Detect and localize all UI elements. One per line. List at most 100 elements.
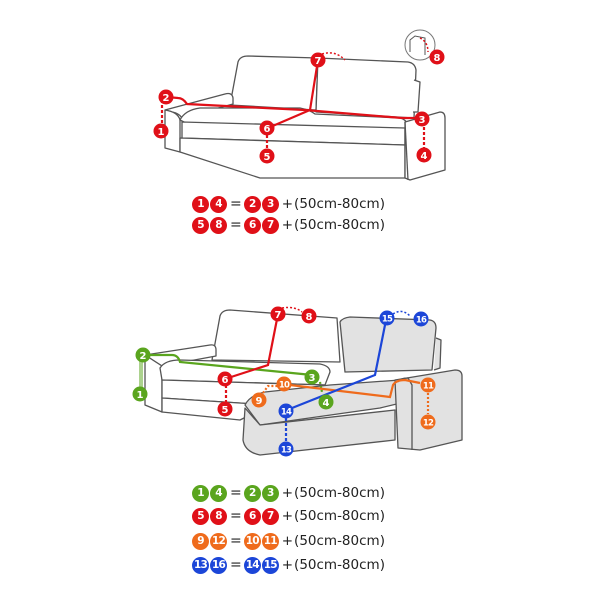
three-seat-sofa-drawing	[164, 55, 446, 181]
svg-text:9: 9	[256, 396, 263, 407]
svg-text:4: 4	[421, 151, 428, 162]
formula-badge: 8	[210, 507, 227, 525]
point-badge-2: 2	[158, 89, 174, 105]
svg-text:5: 5	[264, 152, 271, 163]
point-badge-1: 1	[153, 123, 169, 139]
formula-badge: 5	[192, 216, 209, 234]
point-badge-16: 16	[413, 311, 429, 327]
formula-row: 13 16 = 14 15 + (50cm-80cm)	[192, 555, 385, 575]
point-badge-5: 5	[217, 401, 233, 417]
equals-sign: =	[230, 557, 242, 573]
svg-text:10: 10	[279, 381, 290, 391]
point-badge-9: 9	[251, 392, 267, 408]
formula-badge: 14	[243, 556, 261, 574]
equals-sign: =	[230, 508, 242, 524]
svg-text:1: 1	[137, 390, 144, 401]
svg-text:2: 2	[163, 93, 170, 104]
range-text: (50cm-80cm)	[294, 217, 385, 233]
point-badge-6: 6	[259, 120, 275, 136]
svg-text:7: 7	[275, 310, 282, 321]
svg-text:8: 8	[306, 312, 313, 323]
svg-text:5: 5	[222, 405, 229, 416]
plus-sign: +	[281, 196, 294, 212]
svg-text:3: 3	[419, 115, 426, 126]
point-badge-6: 6	[217, 371, 233, 387]
svg-text:6: 6	[264, 124, 271, 135]
formula-row: 5 8 = 6 7 + (50cm-80cm)	[192, 506, 385, 526]
svg-text:7: 7	[315, 56, 322, 67]
formula-row: 1 4 = 2 3 + (50cm-80cm)	[192, 194, 385, 214]
range-text: (50cm-80cm)	[294, 557, 385, 573]
point-badge-11: 11	[420, 377, 436, 393]
plus-sign: +	[281, 533, 294, 549]
formula-badge: 6	[243, 216, 261, 234]
point-badge-3: 3	[414, 111, 430, 127]
range-text: (50cm-80cm)	[294, 508, 385, 524]
formula-badge: 8	[210, 216, 227, 234]
plus-sign: +	[281, 485, 294, 501]
bottom-measure-lines	[139, 306, 430, 443]
formula-row: 1 4 = 2 3 + (50cm-80cm)	[192, 483, 385, 503]
svg-text:14: 14	[281, 408, 292, 418]
svg-text:6: 6	[222, 375, 229, 386]
svg-text:1: 1	[158, 127, 165, 138]
point-badge-4: 4	[416, 147, 432, 163]
svg-text:16: 16	[416, 316, 427, 326]
point-badge-13: 13	[278, 441, 294, 457]
equals-sign: =	[230, 533, 242, 549]
point-badge-14: 14	[278, 403, 294, 419]
point-badge-1: 1	[132, 386, 148, 402]
formula-badge: 2	[243, 484, 261, 502]
plus-sign: +	[281, 557, 294, 573]
point-badge-4: 4	[318, 394, 334, 410]
formula-badge: 13	[192, 556, 209, 574]
formula-badge: 7	[261, 216, 279, 234]
point-badge-8: 8	[301, 308, 317, 324]
point-badge-7: 7	[270, 306, 286, 322]
formula-badge: 11	[261, 532, 279, 550]
formula-badge: 15	[261, 556, 279, 574]
range-text: (50cm-80cm)	[294, 485, 385, 501]
bottom-point-badges: 1 2 3 4 5 6 7 8 9 10 11 12 13 14 15 16	[132, 306, 436, 457]
svg-text:11: 11	[423, 382, 434, 392]
point-badge-12: 12	[420, 414, 436, 430]
top-measure-lines	[160, 52, 426, 150]
formula-badge: 1	[192, 195, 209, 213]
formula-badge: 2	[243, 195, 261, 213]
formula-row: 5 8 = 6 7 + (50cm-80cm)	[192, 215, 385, 235]
top-point-badges: 1 2 3 4 5 6 7 8	[153, 49, 445, 164]
point-badge-8: 8	[429, 49, 445, 65]
svg-text:2: 2	[140, 351, 147, 362]
point-badge-7: 7	[310, 52, 326, 68]
formula-badge: 6	[243, 507, 261, 525]
formula-badge: 16	[210, 556, 227, 574]
point-badge-5: 5	[259, 148, 275, 164]
equals-sign: =	[230, 217, 242, 233]
formula-row: 9 12 = 10 11 + (50cm-80cm)	[192, 531, 385, 551]
svg-text:3: 3	[309, 373, 316, 384]
svg-text:13: 13	[281, 446, 292, 456]
equals-sign: =	[230, 196, 242, 212]
formula-badge: 3	[261, 195, 279, 213]
formula-badge: 4	[210, 195, 227, 213]
formula-badge: 4	[210, 484, 227, 502]
svg-text:15: 15	[382, 315, 393, 325]
formula-badge: 7	[261, 507, 279, 525]
formula-badge: 12	[210, 532, 227, 550]
point-badge-3: 3	[304, 369, 320, 385]
range-text: (50cm-80cm)	[294, 533, 385, 549]
formula-badge: 9	[192, 532, 209, 550]
equals-sign: =	[230, 485, 242, 501]
svg-text:12: 12	[423, 419, 434, 429]
formula-badge: 1	[192, 484, 209, 502]
point-badge-2: 2	[135, 347, 151, 363]
svg-text:8: 8	[434, 53, 441, 64]
range-text: (50cm-80cm)	[294, 196, 385, 212]
plus-sign: +	[281, 508, 294, 524]
formula-badge: 10	[243, 532, 261, 550]
svg-text:4: 4	[323, 398, 330, 409]
point-badge-10: 10	[276, 376, 292, 392]
point-badge-15: 15	[379, 310, 395, 326]
plus-sign: +	[281, 217, 294, 233]
